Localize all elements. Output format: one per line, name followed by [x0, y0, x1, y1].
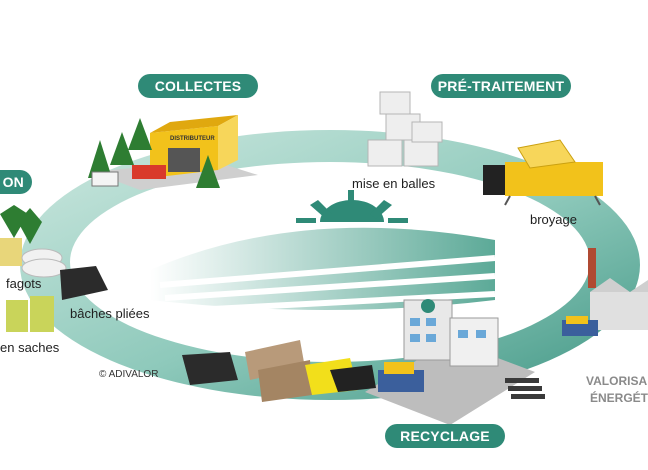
stage-collectes-badge: COLLECTES: [138, 74, 258, 98]
stage-valorisation-line1: VALORISA: [586, 374, 648, 388]
stage-pretraitement-badge: PRÉ-TRAITEMENT: [431, 74, 571, 98]
recycled-products-illustration: [182, 340, 376, 402]
distributor-warehouse-illustration: [88, 115, 258, 190]
copyright-notice: © ADIVALOR: [99, 369, 159, 380]
stage-recyclage-badge: RECYCLAGE: [385, 424, 505, 448]
label-mise-en-balles: mise en balles: [352, 176, 436, 191]
stage-collection-badge: ON: [0, 170, 32, 194]
stage-valorisation-line2: ÉNERGÉT: [590, 391, 648, 405]
farm-plastics-illustration: [0, 205, 108, 332]
factory-illustration: [562, 248, 648, 336]
label-en-saches: en saches: [0, 340, 60, 355]
shredder-illustration: [483, 139, 603, 206]
distributor-sign: DISTRIBUTEUR: [170, 136, 215, 142]
sun-icon: [296, 190, 408, 223]
label-fagots: fagots: [6, 276, 42, 291]
label-broyage: broyage: [530, 212, 577, 227]
bales-illustration: [367, 91, 443, 167]
label-baches-pliees: bâches pliées: [70, 306, 150, 321]
recycling-plant-illustration: [365, 299, 545, 425]
